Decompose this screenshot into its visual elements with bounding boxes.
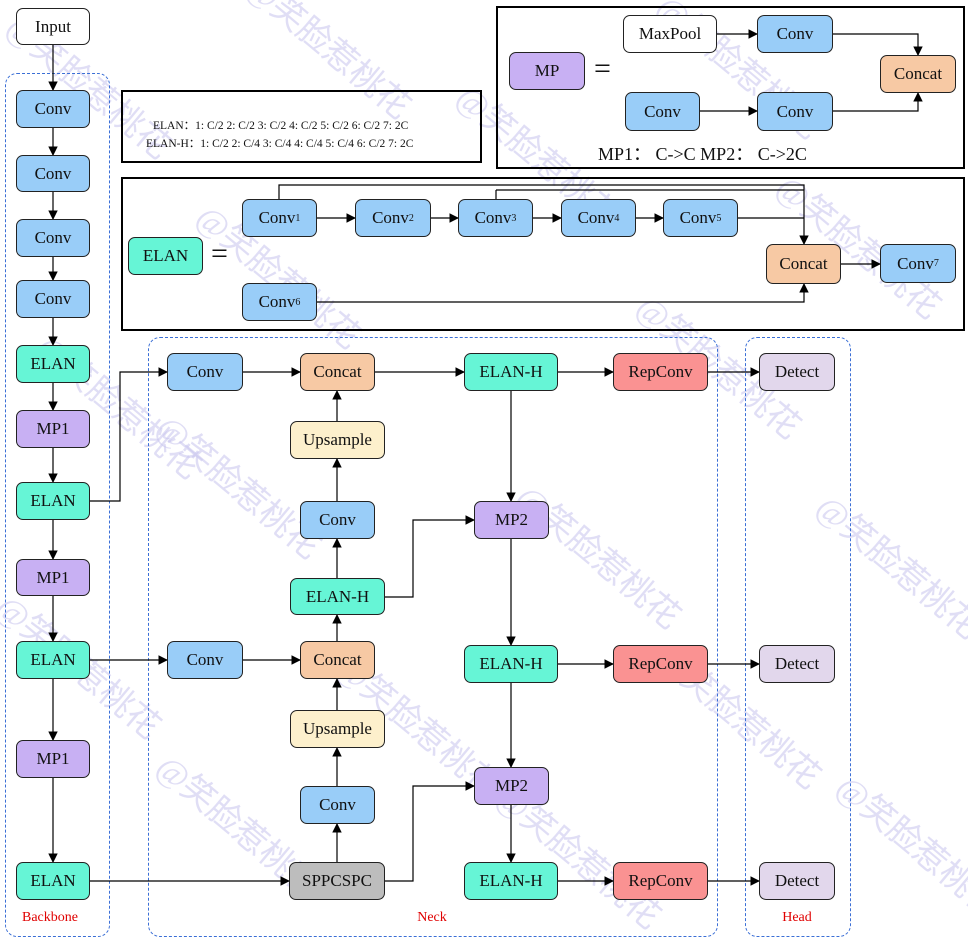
conv5-text: Conv [679, 208, 717, 227]
backbone-conv-4[interactable]: Conv [16, 280, 90, 318]
conv3-text: Conv [474, 208, 512, 227]
elan-def-label[interactable]: ELAN [128, 237, 203, 275]
neck-conv-top[interactable]: Conv [167, 353, 243, 391]
mp-definition-frame [496, 6, 965, 169]
neck-elanh-middle[interactable]: ELAN-H [464, 645, 558, 683]
repconv-bottom[interactable]: RepConv [613, 862, 708, 900]
conv2-subscript: 2 [408, 212, 414, 224]
conv7-text: Conv [897, 253, 934, 273]
neck-upsample-lower[interactable]: Upsample [290, 710, 385, 748]
backbone-mp1-3[interactable]: MP1 [16, 740, 90, 778]
backbone-conv-3[interactable]: Conv [16, 219, 90, 257]
backbone-elan-4[interactable]: ELAN [16, 862, 90, 900]
neck-conv-bottom[interactable]: Conv [300, 786, 375, 824]
backbone-elan-2[interactable]: ELAN [16, 482, 90, 520]
mp-def-maxpool[interactable]: MaxPool [623, 15, 717, 53]
conv5-subscript: 5 [716, 212, 722, 224]
neck-region [148, 337, 718, 937]
repconv-top[interactable]: RepConv [613, 353, 708, 391]
head-label: Head [782, 910, 812, 925]
backbone-conv-2[interactable]: Conv [16, 155, 90, 192]
elanh-channel-note: ELAN-H：1: C/2 2: C/4 3: C/4 4: C/4 5: C/… [146, 138, 414, 150]
conv7-subscript: 7 [933, 258, 939, 269]
conv6-text: Conv [258, 292, 296, 311]
backbone-elan-1[interactable]: ELAN [16, 345, 90, 383]
conv4-subscript: 4 [614, 212, 620, 224]
conv3-subscript: 3 [511, 212, 517, 224]
neck-sppcspc[interactable]: SPPCSPC [289, 862, 385, 900]
detect-bottom[interactable]: Detect [759, 862, 835, 900]
conv6-subscript: 6 [295, 296, 301, 308]
mp-def-concat[interactable]: Concat [880, 55, 956, 93]
elan-equals-sign: = [211, 237, 228, 270]
backbone-elan-3[interactable]: ELAN [16, 641, 90, 679]
repconv-middle[interactable]: RepConv [613, 645, 708, 683]
neck-conv-mid[interactable]: Conv [300, 501, 375, 539]
mp-equals-sign: = [594, 52, 611, 85]
mp-def-conv-left[interactable]: Conv [625, 92, 700, 131]
head-region [745, 337, 851, 937]
conv2-text: Conv [372, 208, 409, 227]
neck-elanh-mid[interactable]: ELAN-H [290, 578, 385, 615]
conv4-text: Conv [577, 208, 615, 227]
neck-upsample-top[interactable]: Upsample [290, 421, 385, 459]
conv1-subscript: 1 [295, 212, 301, 224]
backbone-mp1-1[interactable]: MP1 [16, 410, 90, 448]
neck-elanh-top[interactable]: ELAN-H [464, 353, 558, 391]
elan-definition-frame [121, 177, 965, 331]
backbone-mp1-2[interactable]: MP1 [16, 559, 90, 596]
elan-channel-note: ELAN：1: C/2 2: C/2 3: C/2 4: C/2 5: C/2 … [153, 120, 409, 132]
neck-label: Neck [417, 910, 447, 925]
input-node[interactable]: Input [16, 8, 90, 45]
neck-mp2-2[interactable]: MP2 [474, 767, 549, 805]
conv1-text: Conv [258, 208, 296, 227]
detect-middle[interactable]: Detect [759, 645, 835, 683]
neck-elanh-bottom[interactable]: ELAN-H [464, 862, 558, 900]
neck-concat-top[interactable]: Concat [300, 353, 375, 391]
mp-def-conv-right[interactable]: Conv [757, 92, 833, 131]
mp-def-label[interactable]: MP [509, 52, 585, 90]
mp-channel-note: MP1： C->C MP2： C->2C [598, 144, 807, 164]
backbone-region [5, 73, 110, 937]
backbone-conv-1[interactable]: Conv [16, 90, 90, 128]
detect-top[interactable]: Detect [759, 353, 835, 391]
mp-def-conv-top[interactable]: Conv [757, 15, 833, 53]
backbone-label: Backbone [22, 910, 78, 925]
neck-mp2-1[interactable]: MP2 [474, 501, 549, 539]
neck-concat-lower[interactable]: Concat [300, 641, 375, 679]
neck-conv-lower[interactable]: Conv [167, 641, 243, 679]
elan-def-concat[interactable]: Concat [766, 244, 841, 284]
channel-note-frame [121, 90, 482, 163]
